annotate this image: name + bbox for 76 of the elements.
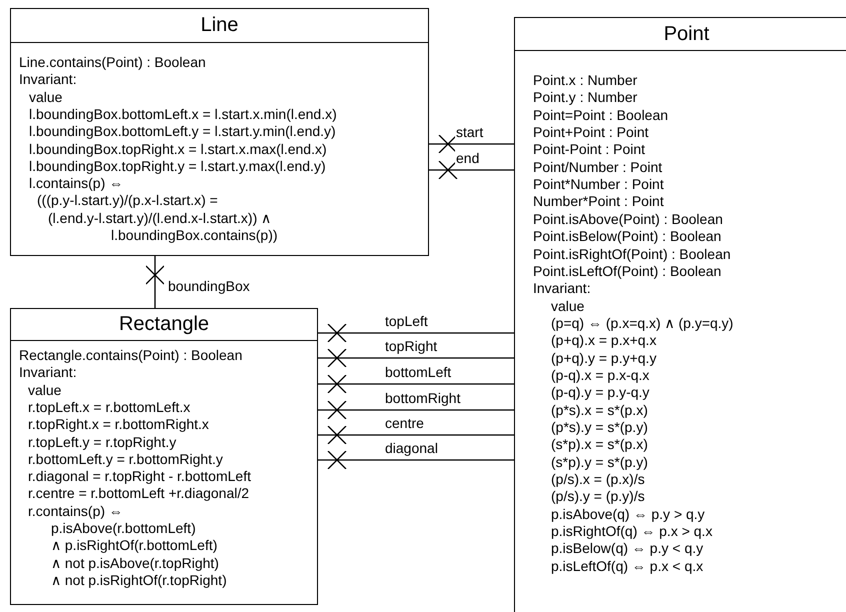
- class-box: [10, 8, 429, 256]
- class-member: Point.isRightOf(Point) : Boolean: [533, 246, 731, 262]
- class-box: [514, 17, 846, 612]
- edge-label: end: [455, 150, 480, 166]
- class-member: (p*s).x = s*(p.x): [551, 402, 648, 419]
- class-name: Rectangle: [118, 313, 210, 336]
- class-member: Point.isBelow(Point) : Boolean: [533, 228, 722, 246]
- class-member: ∧ not p.isAbove(r.topRight): [51, 554, 219, 572]
- class-member: Point=Point : Boolean: [533, 106, 668, 124]
- class-member: Invariant:: [19, 71, 77, 88]
- class-member: r.centre = r.bottomLeft +r.diagonal/2: [28, 485, 250, 502]
- association-line: [318, 450, 514, 470]
- class-member: l.boundingBox.bottomLeft.x = l.start.x.min(l.end.x): [29, 106, 337, 123]
- class-member: (((p.y-l.start.y)/(p.x-l.start.x) =: [37, 192, 218, 210]
- association-line: [429, 134, 514, 154]
- association-line: [318, 374, 514, 394]
- class-member: r.bottomLeft.y = r.bottomRight.y: [28, 450, 223, 468]
- class-member: Number*Point : Point: [533, 193, 664, 210]
- association-line: [318, 400, 514, 420]
- class-member: r.diagonal = r.topRight - r.bottomLeft: [28, 468, 251, 486]
- class-member: Point-Point : Point: [533, 141, 646, 158]
- class-member: p.isAbove(r.bottomLeft): [51, 520, 196, 537]
- class-member: value: [28, 382, 62, 399]
- edge-label: topLeft: [384, 313, 429, 329]
- class-member: r.topLeft.y = r.topRight.y: [28, 434, 176, 450]
- class-member: (p=q) ⇔ (p.x=q.x) ∧ (p.y=q.y): [551, 314, 734, 332]
- class-member: (p+q).y = p.y+q.y: [551, 350, 656, 367]
- class-member: (s*p).x = s*(p.x): [551, 436, 648, 454]
- class-member: (p/s).x = (p.x)/s: [551, 471, 645, 488]
- class-member: Rectangle.contains(Point) : Boolean: [19, 347, 242, 364]
- class-member: (l.end.y-l.start.y)/(l.end.x-l.start.x)) ∧: [48, 210, 272, 227]
- class-member: Invariant:: [533, 280, 591, 298]
- class-member: Point+Point : Point: [533, 124, 649, 142]
- class-member: r.topLeft.x = r.bottomLeft.x: [28, 398, 190, 416]
- class-member: value: [29, 88, 62, 106]
- edge-label: topRight: [384, 338, 438, 354]
- class-member: Point.y : Number: [533, 89, 638, 106]
- class-member: r.contains(p) ⇔: [28, 502, 123, 520]
- edge-label: boundingBox: [167, 278, 251, 294]
- class-member: p.isBelow(q) ⇔ p.y < q.y: [551, 540, 704, 558]
- class-member: p.isAbove(q) ⇔ p.y > q.y: [551, 506, 705, 523]
- association-line: [318, 425, 514, 445]
- class-member: (p/s).y = (p.y)/s: [551, 488, 645, 506]
- class-member: (p+q).x = p.x+q.x: [551, 332, 656, 350]
- class-member: Point.isLeftOf(Point) : Boolean: [533, 262, 722, 280]
- class-member: p.isRightOf(q) ⇔ p.x > q.x: [551, 523, 712, 540]
- class-member: Invariant:: [19, 364, 77, 382]
- class-name: Point: [664, 22, 710, 46]
- association-line: [318, 348, 514, 368]
- class-member: ∧ not p.isRightOf(r.topRight): [51, 572, 227, 589]
- class-member: l.contains(p) ⇔: [29, 175, 124, 192]
- class-member: Line.contains(Point) : Boolean: [19, 54, 206, 71]
- edge-label: bottomRight: [384, 390, 462, 406]
- class-name: Line: [200, 14, 238, 37]
- class-box: [10, 308, 318, 605]
- association-line: [145, 256, 165, 308]
- class-member: l.boundingBox.contains(p)): [111, 227, 278, 244]
- class-member: Point/Number : Point: [533, 158, 662, 176]
- class-member: (p*s).y = s*(p.y): [551, 419, 648, 436]
- class-member: value: [551, 298, 584, 315]
- edge-label: bottomLeft: [384, 364, 452, 380]
- class-member: (p-q).x = p.x-q.x: [551, 366, 650, 384]
- class-member: r.topRight.x = r.bottomRight.x: [28, 416, 209, 434]
- class-member: l.boundingBox.bottomLeft.y = l.start.y.min(l.end.y): [29, 123, 336, 140]
- class-member: l.boundingBox.topRight.y = l.start.y.max(l.end.y): [29, 158, 326, 175]
- class-member: Point.x : Number: [533, 72, 638, 89]
- class-member: Point*Number : Point: [533, 176, 664, 194]
- class-member: (s*p).y = s*(p.y): [551, 454, 648, 471]
- association-line: [318, 323, 514, 343]
- association-line: [429, 160, 514, 180]
- edge-label: diagonal: [384, 440, 439, 456]
- class-member: ∧ p.isRightOf(r.bottomLeft): [51, 537, 218, 554]
- class-member: l.boundingBox.topRight.x = l.start.x.max(l.end.x): [29, 140, 327, 158]
- class-member: p.isLeftOf(q) ⇔ p.x < q.x: [551, 558, 704, 575]
- class-member: (p-q).y = p.y-q.y: [551, 384, 650, 402]
- class-member: Point.isAbove(Point) : Boolean: [533, 210, 723, 228]
